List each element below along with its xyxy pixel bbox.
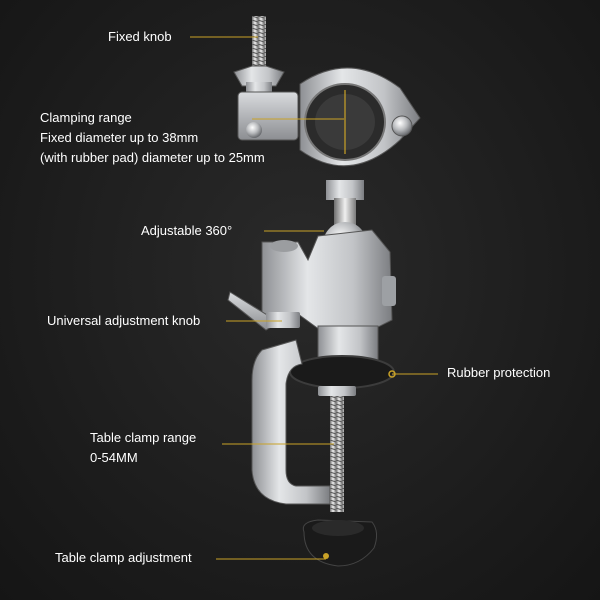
label-table-clamp-adjustment: Table clamp adjustment (55, 550, 192, 565)
label-table-clamp-range: Table clamp range 0-54MM (90, 428, 196, 468)
rubber-protection-marker (388, 370, 396, 378)
clamping-range-fixed: Fixed diameter up to 38mm (40, 130, 199, 145)
table-clamp-range-value: 0-54MM (90, 450, 138, 465)
callout-lines (190, 36, 438, 560)
clamping-range-title: Clamping range (40, 110, 132, 125)
fixed-knob-bolt (233, 16, 285, 92)
rubber-ring (289, 355, 395, 389)
upper-housing (261, 229, 396, 331)
clamping-range-rubber: (with rubber pad) diameter up to 25mm (40, 150, 265, 165)
table-clamp-knob (302, 519, 378, 567)
clamp-screw (330, 392, 344, 512)
table-clamp-range-title: Table clamp range (90, 430, 197, 445)
label-clamping-range: Clamping range Fixed diameter up to 38mm… (40, 108, 265, 168)
label-rubber-protection: Rubber protection (447, 365, 551, 380)
clamp-ring (237, 67, 421, 167)
label-fixed-knob: Fixed knob (108, 29, 172, 44)
label-universal-knob: Universal adjustment knob (47, 313, 201, 328)
label-adjustable-360: Adjustable 360° (141, 223, 233, 238)
